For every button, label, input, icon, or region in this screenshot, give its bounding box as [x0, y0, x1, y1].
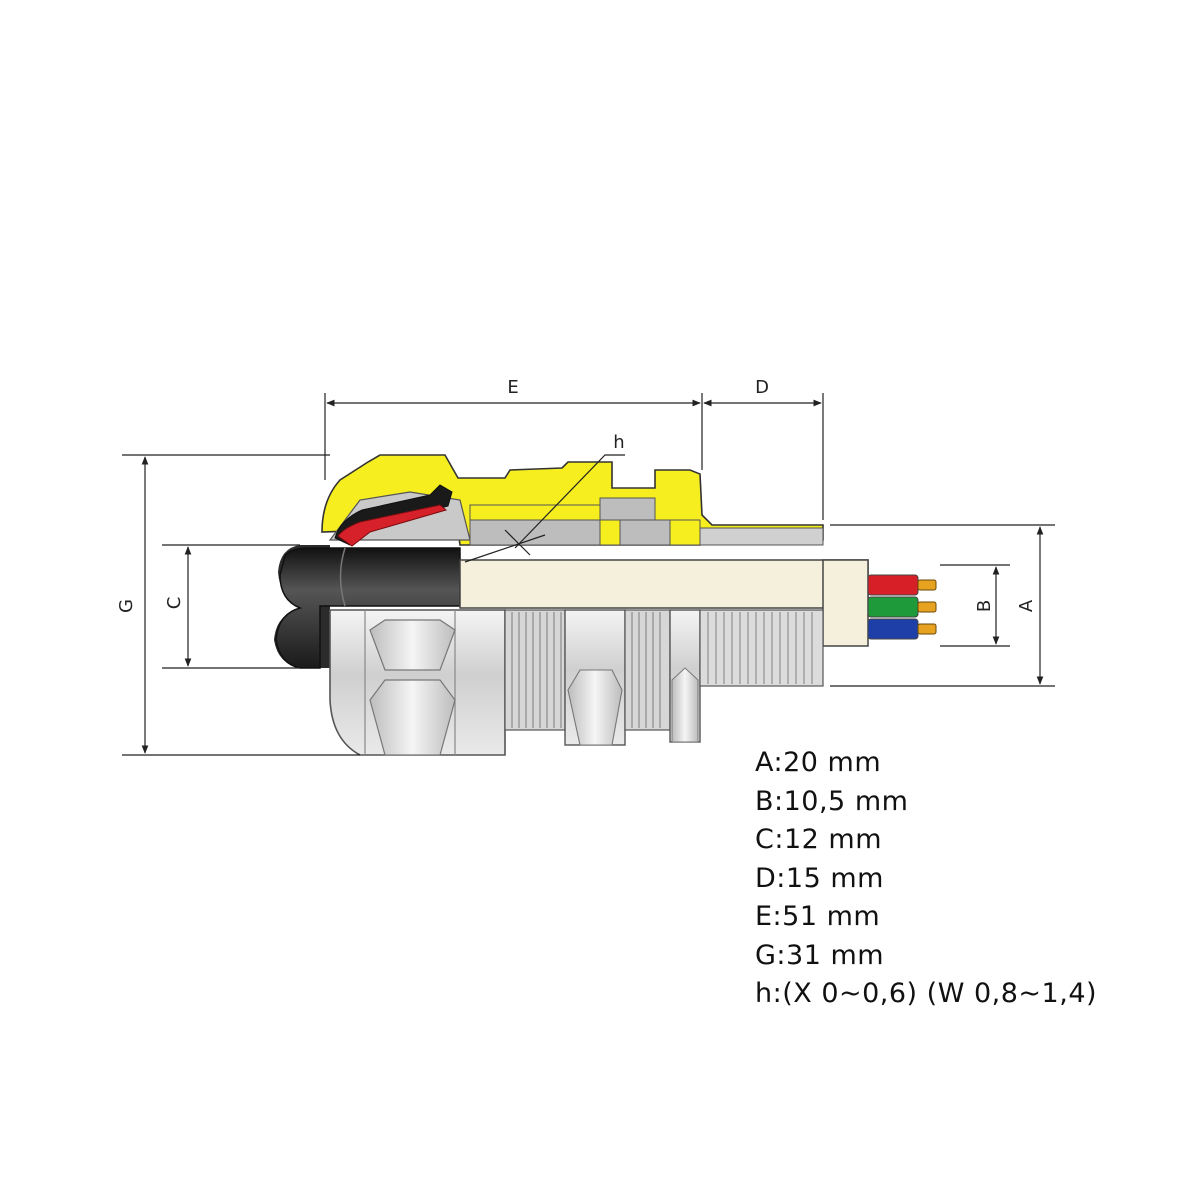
spec-C: C:12 mm: [755, 824, 882, 855]
cable-sheath: [274, 545, 461, 669]
dim-label-h: h: [613, 432, 624, 453]
dimension-spec-list: A:20 mm B:10,5 mm C:12 mm D:15 mm E:51 m…: [755, 744, 1097, 1014]
dimension-lines: [122, 393, 1055, 756]
wire-red: [867, 574, 919, 596]
wire-green: [867, 596, 919, 618]
gland-body-section: [321, 454, 824, 546]
dim-label-D: D: [755, 377, 769, 398]
inner-insulation: [459, 559, 869, 609]
spec-E: E:51 mm: [755, 901, 881, 932]
spec-G: G:31 mm: [755, 939, 885, 971]
dim-label-G: G: [116, 599, 137, 613]
spec-h: h:(X 0~0,6) (W 0,8~1,4): [755, 978, 1098, 1009]
wires: [867, 574, 937, 640]
dim-label-A: A: [1016, 599, 1037, 612]
spec-D: D:15 mm: [755, 862, 884, 894]
seal: [334, 484, 453, 547]
dim-label-B: B: [974, 600, 995, 612]
gland-exterior: [329, 609, 824, 756]
wire-blue: [867, 618, 919, 640]
spec-B: B:10,5 mm: [755, 785, 909, 817]
dim-label-C: C: [164, 597, 185, 610]
spec-A: A:20 mm: [755, 747, 882, 778]
dim-label-E: E: [507, 377, 518, 398]
